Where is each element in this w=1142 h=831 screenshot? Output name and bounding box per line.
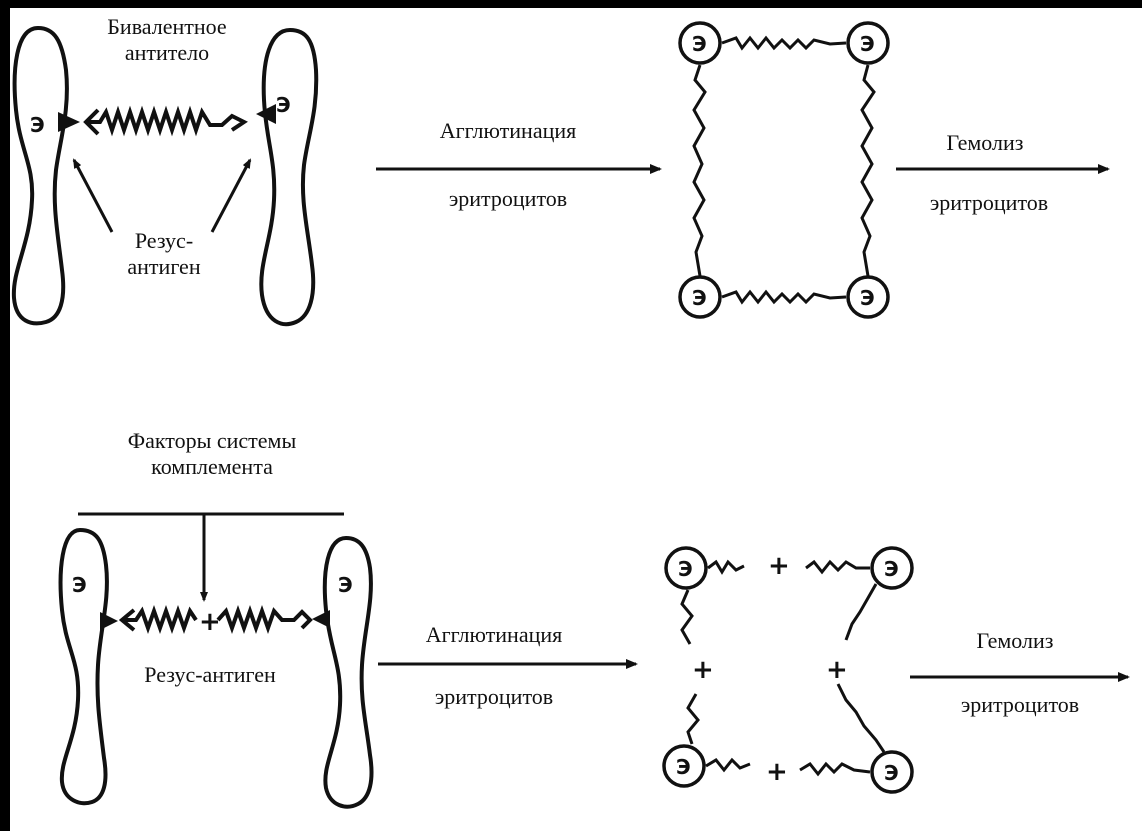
antibody-bottom (122, 610, 196, 630)
svg-text:Э: Э (884, 761, 899, 785)
plus-sign-antibody: + (199, 607, 221, 637)
label-hemolysis-erythrocytes-bottom: эритроцитов (920, 692, 1120, 718)
pointer-arrow-right (212, 160, 250, 232)
agglutination-cluster-top: Э Э Э Э (680, 23, 888, 317)
antibody-top (86, 110, 244, 134)
label-hemolysis-erythrocytes-top: эритроцитов (894, 190, 1084, 216)
svg-text:Э: Э (678, 557, 693, 581)
svg-text:Э: Э (692, 32, 707, 56)
agglutination-cluster-bottom: Э Э Э Э + + + + (664, 548, 912, 792)
antigen-top-left (58, 112, 80, 132)
label-complement-factors: Факторы системы комплемента (62, 428, 362, 480)
label-hemolysis-bottom: Гемолиз (940, 628, 1090, 654)
antigen-bottom-left (100, 612, 118, 630)
label-rhesus-antigen-top: Резус- антиген (104, 228, 224, 280)
svg-text:Э: Э (860, 286, 875, 310)
cell-symbol-top-left: Э (30, 113, 45, 137)
antigen-bottom-right (312, 610, 330, 628)
label-erythrocytes-top: эритроцитов (398, 186, 618, 212)
svg-text:+: + (768, 551, 790, 581)
cell-symbol-bottom-right: Э (338, 573, 353, 597)
svg-text:+: + (692, 655, 714, 685)
label-hemolysis-top: Гемолиз (910, 130, 1060, 156)
label-bivalent-antibody: Бивалентное антитело (72, 14, 262, 66)
svg-text:Э: Э (692, 286, 707, 310)
erythrocyte-top-left (14, 28, 67, 323)
svg-text:Э: Э (676, 755, 691, 779)
label-rhesus-antigen-bottom: Резус-антиген (96, 662, 324, 688)
erythrocyte-top-right (261, 30, 316, 324)
svg-text:Э: Э (884, 557, 899, 581)
label-agglutination-bottom: Агглютинация (384, 622, 604, 648)
cell-symbol-top-right: Э (276, 93, 291, 117)
label-erythrocytes-bottom: эритроцитов (384, 684, 604, 710)
svg-text:Э: Э (860, 32, 875, 56)
svg-text:+: + (766, 757, 788, 787)
svg-text:+: + (826, 655, 848, 685)
pointer-arrow-left (74, 160, 112, 232)
cell-symbol-bottom-left: Э (72, 573, 87, 597)
label-agglutination-top: Агглютинация (398, 118, 618, 144)
